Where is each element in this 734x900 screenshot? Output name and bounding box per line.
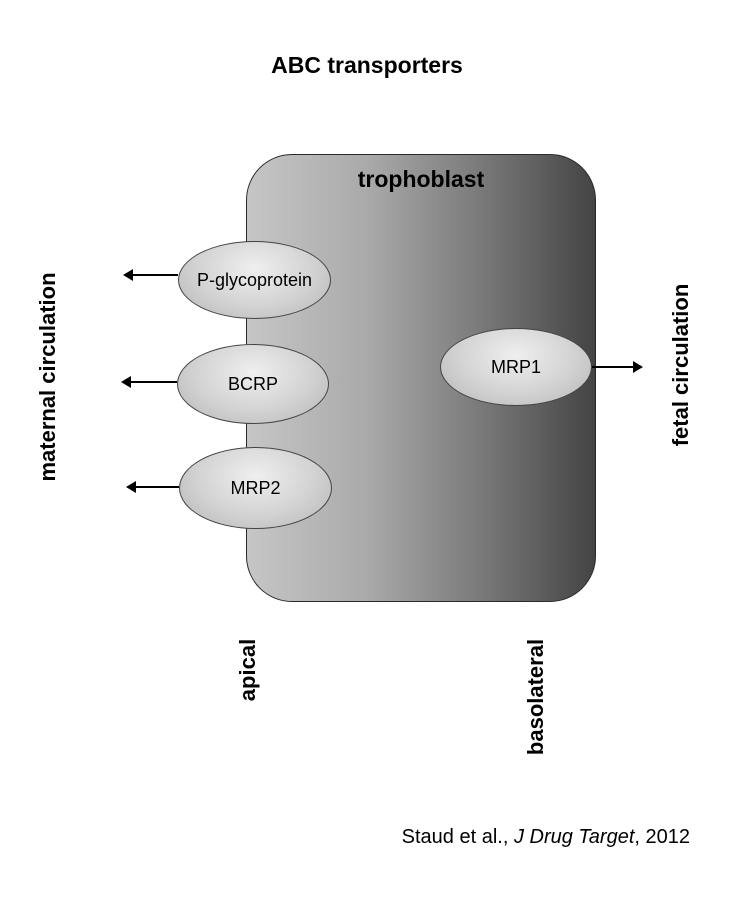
efflux-arrow-mrp2 <box>126 481 179 493</box>
citation-authors: Staud et al., <box>401 826 514 848</box>
apical-label: apical <box>235 638 260 702</box>
transporter-bcrp: BCRP <box>177 344 329 424</box>
citation: Staud et al., J Drug Target, 2012 <box>402 826 690 849</box>
efflux-arrow-mrp1 <box>592 361 643 373</box>
transporter-mrp2: MRP2 <box>179 447 332 529</box>
citation-journal: J Drug Target <box>513 826 635 848</box>
maternal-circulation-label: maternal circulation <box>35 272 60 482</box>
transporter-mrp1: MRP1 <box>440 328 592 406</box>
transporter-p-glycoprotein: P-glycoprotein <box>178 241 331 319</box>
fetal-circulation-label: fetal circulation <box>668 283 693 447</box>
efflux-arrow-pgp <box>123 269 178 281</box>
citation-year: , 2012 <box>634 826 690 848</box>
basolateral-label: basolateral <box>523 638 548 756</box>
diagram-title: ABC transporters <box>271 52 463 78</box>
efflux-arrow-bcrp <box>121 376 177 388</box>
trophoblast-label: trophoblast <box>357 166 485 192</box>
